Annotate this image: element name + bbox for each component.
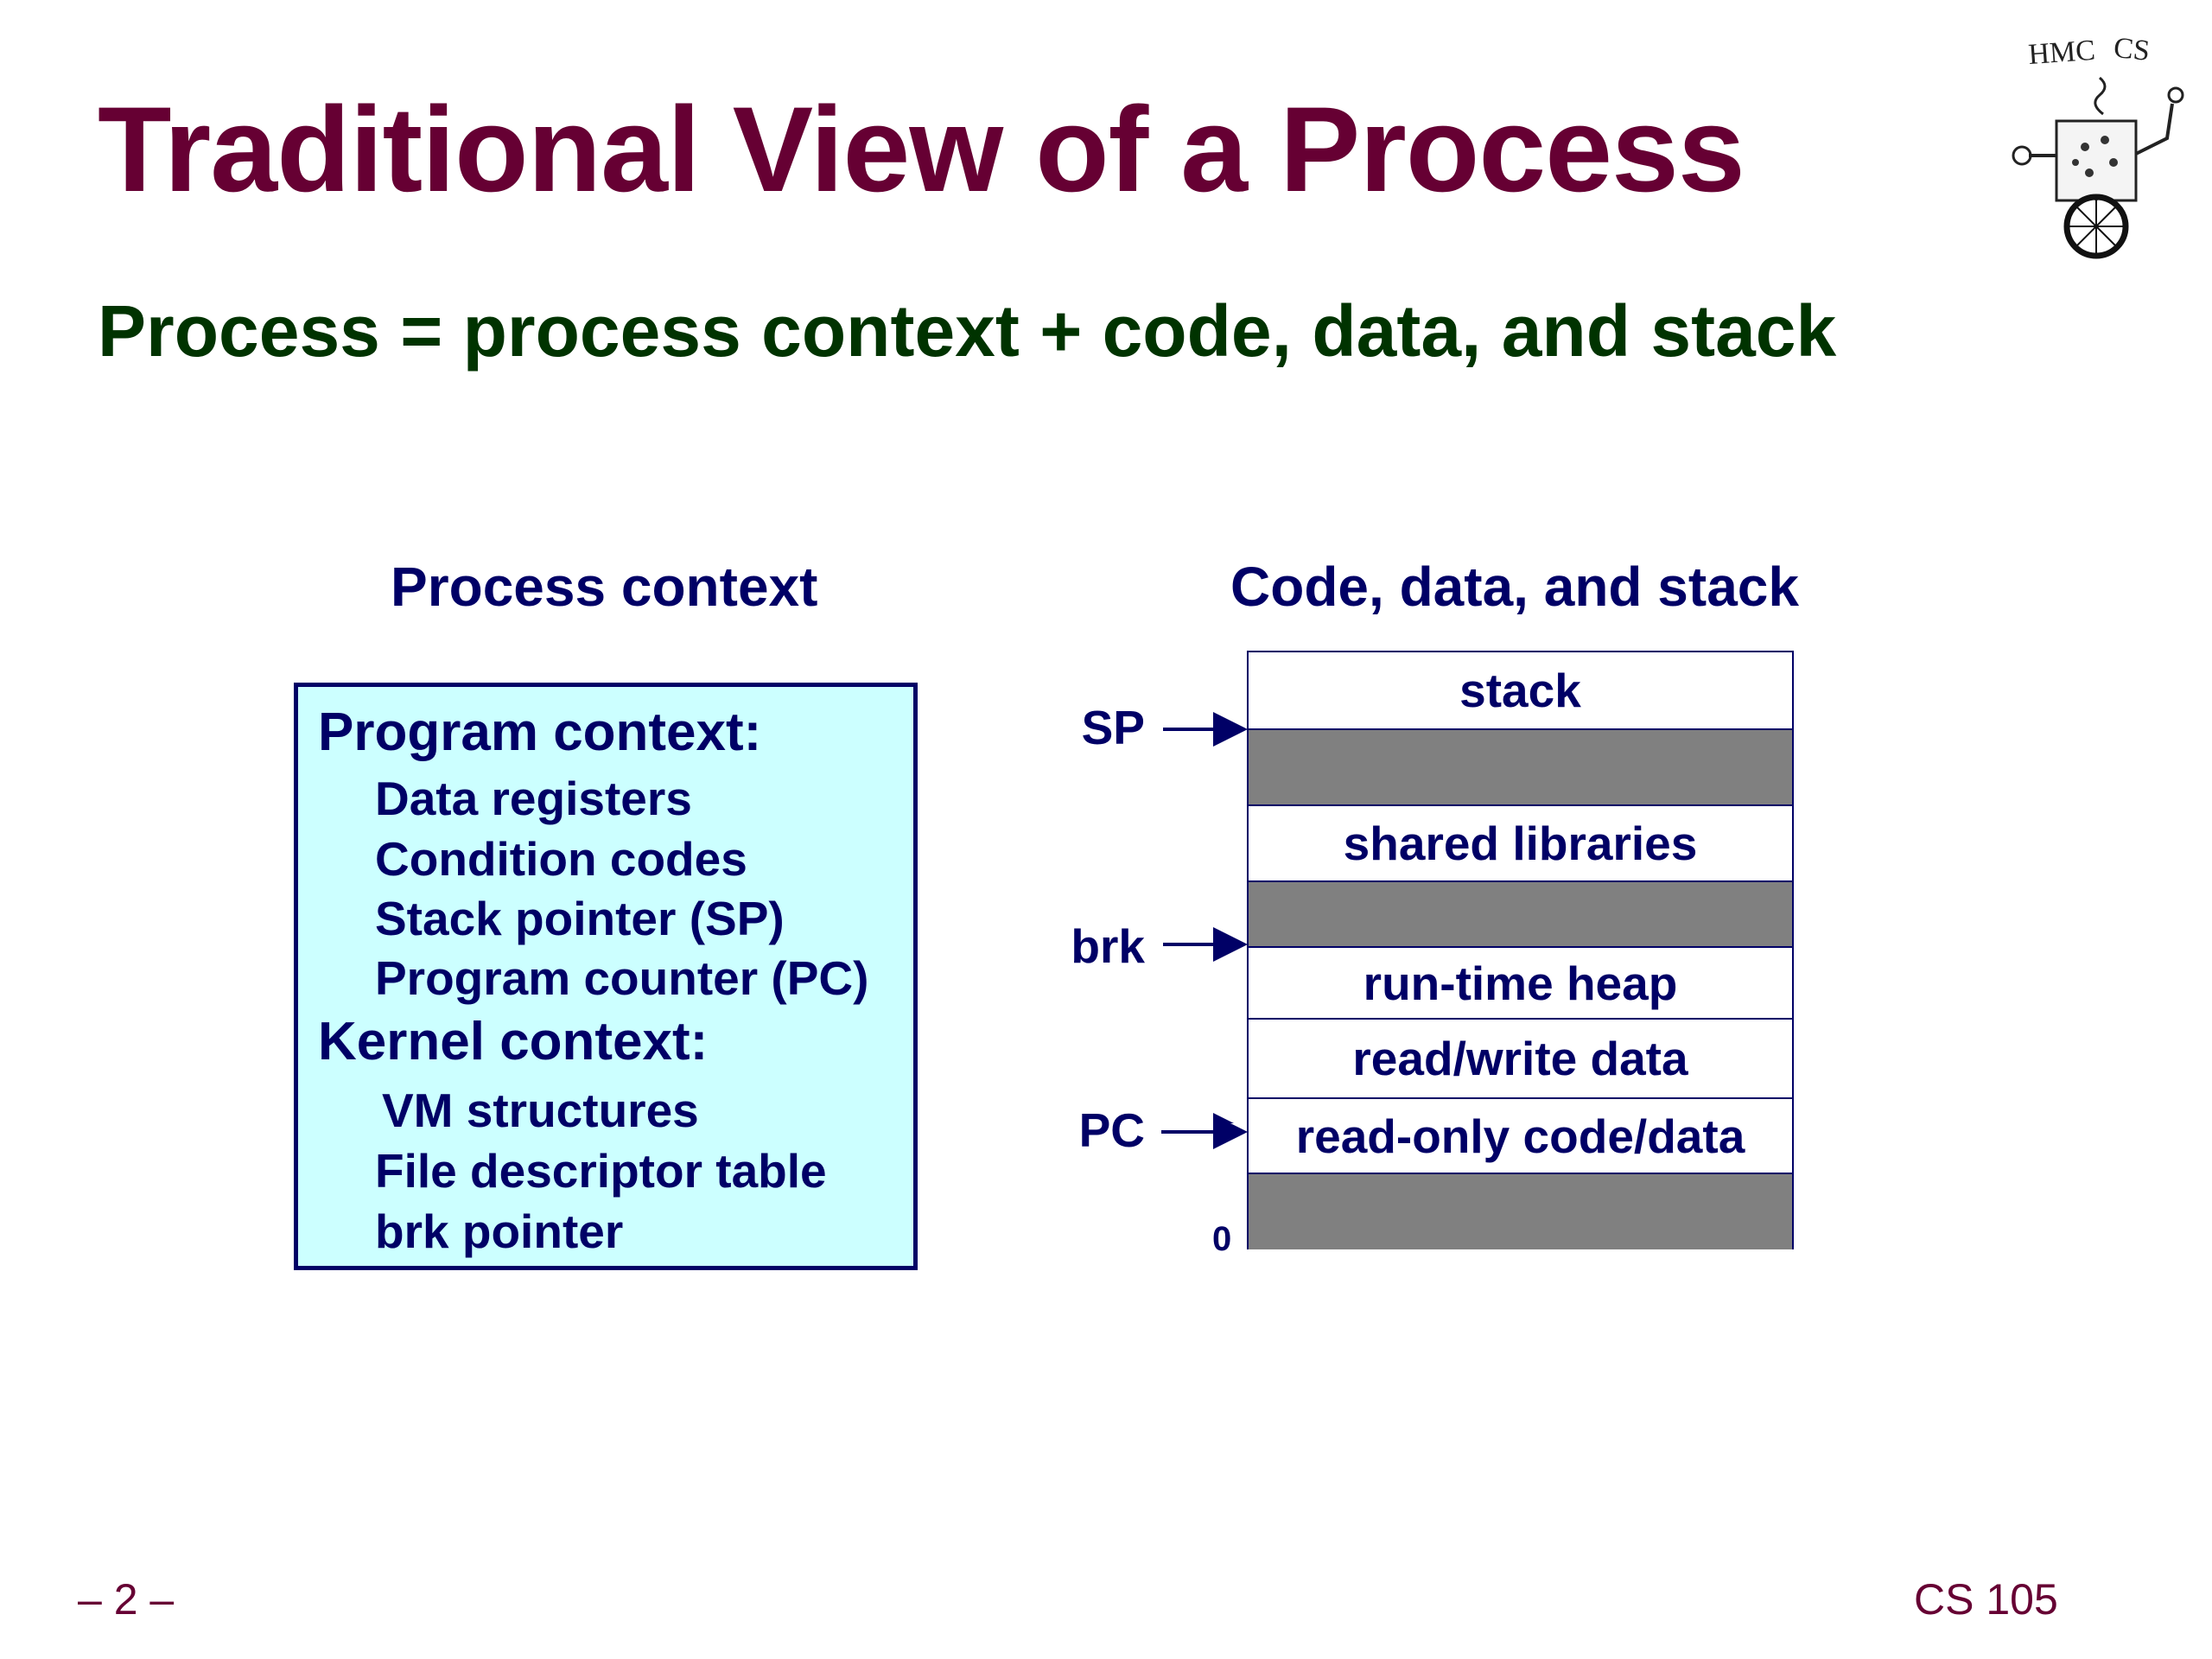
segment-stack: stack [1249,652,1792,730]
slide-subtitle: Process = process context + code, data, … [98,290,1837,372]
context-item: Data registers [375,772,692,825]
segment-gap [1249,882,1792,948]
segment-heap: run-time heap [1249,948,1792,1020]
context-item: Condition codes [375,832,747,886]
slide-title: Traditional View of a Process [98,81,1745,217]
logo-body [2055,119,2138,202]
course-label: CS 105 [1914,1575,2058,1624]
logo-text-hmc: HMC [2027,35,2096,71]
context-item: Program counter (PC) [375,951,869,1005]
context-item: Stack pointer (SP) [375,892,785,945]
sp-pointer-label: SP [1081,701,1145,754]
logo-text-cs: CS [2112,32,2151,67]
pointer-arrows [1163,712,1248,1123]
memory-heading: Code, data, and stack [1230,556,1799,618]
address-zero-label: 0 [1212,1220,1232,1258]
hmc-cs-logo: HMC CS [2012,32,2184,259]
pc-pointer-label: PC [1078,1103,1145,1157]
kernel-context-heading: Kernel context: [318,1012,709,1071]
memory-layout: stack shared libraries run-time heap rea… [1247,651,1794,1249]
logo-antenna [2094,76,2107,116]
segment-read-write-data: read/write data [1249,1020,1792,1099]
segment-read-only-code: read-only code/data [1249,1099,1792,1174]
context-item: VM structures [382,1084,699,1137]
context-item: File descriptor table [375,1144,827,1198]
segment-gap [1249,1174,1792,1249]
program-context-heading: Program context: [318,702,762,762]
context-item: brk pointer [375,1205,624,1258]
brk-pointer-label: brk [1071,919,1145,973]
pc-arrow-icon [1161,1115,1248,1149]
page-number: – 2 – [78,1575,175,1624]
logo-right-arm [2135,103,2174,156]
segment-gap [1249,730,1792,806]
process-context-heading: Process context [391,556,818,618]
segment-shared-libraries: shared libraries [1249,806,1792,882]
process-context-box [294,683,918,1270]
